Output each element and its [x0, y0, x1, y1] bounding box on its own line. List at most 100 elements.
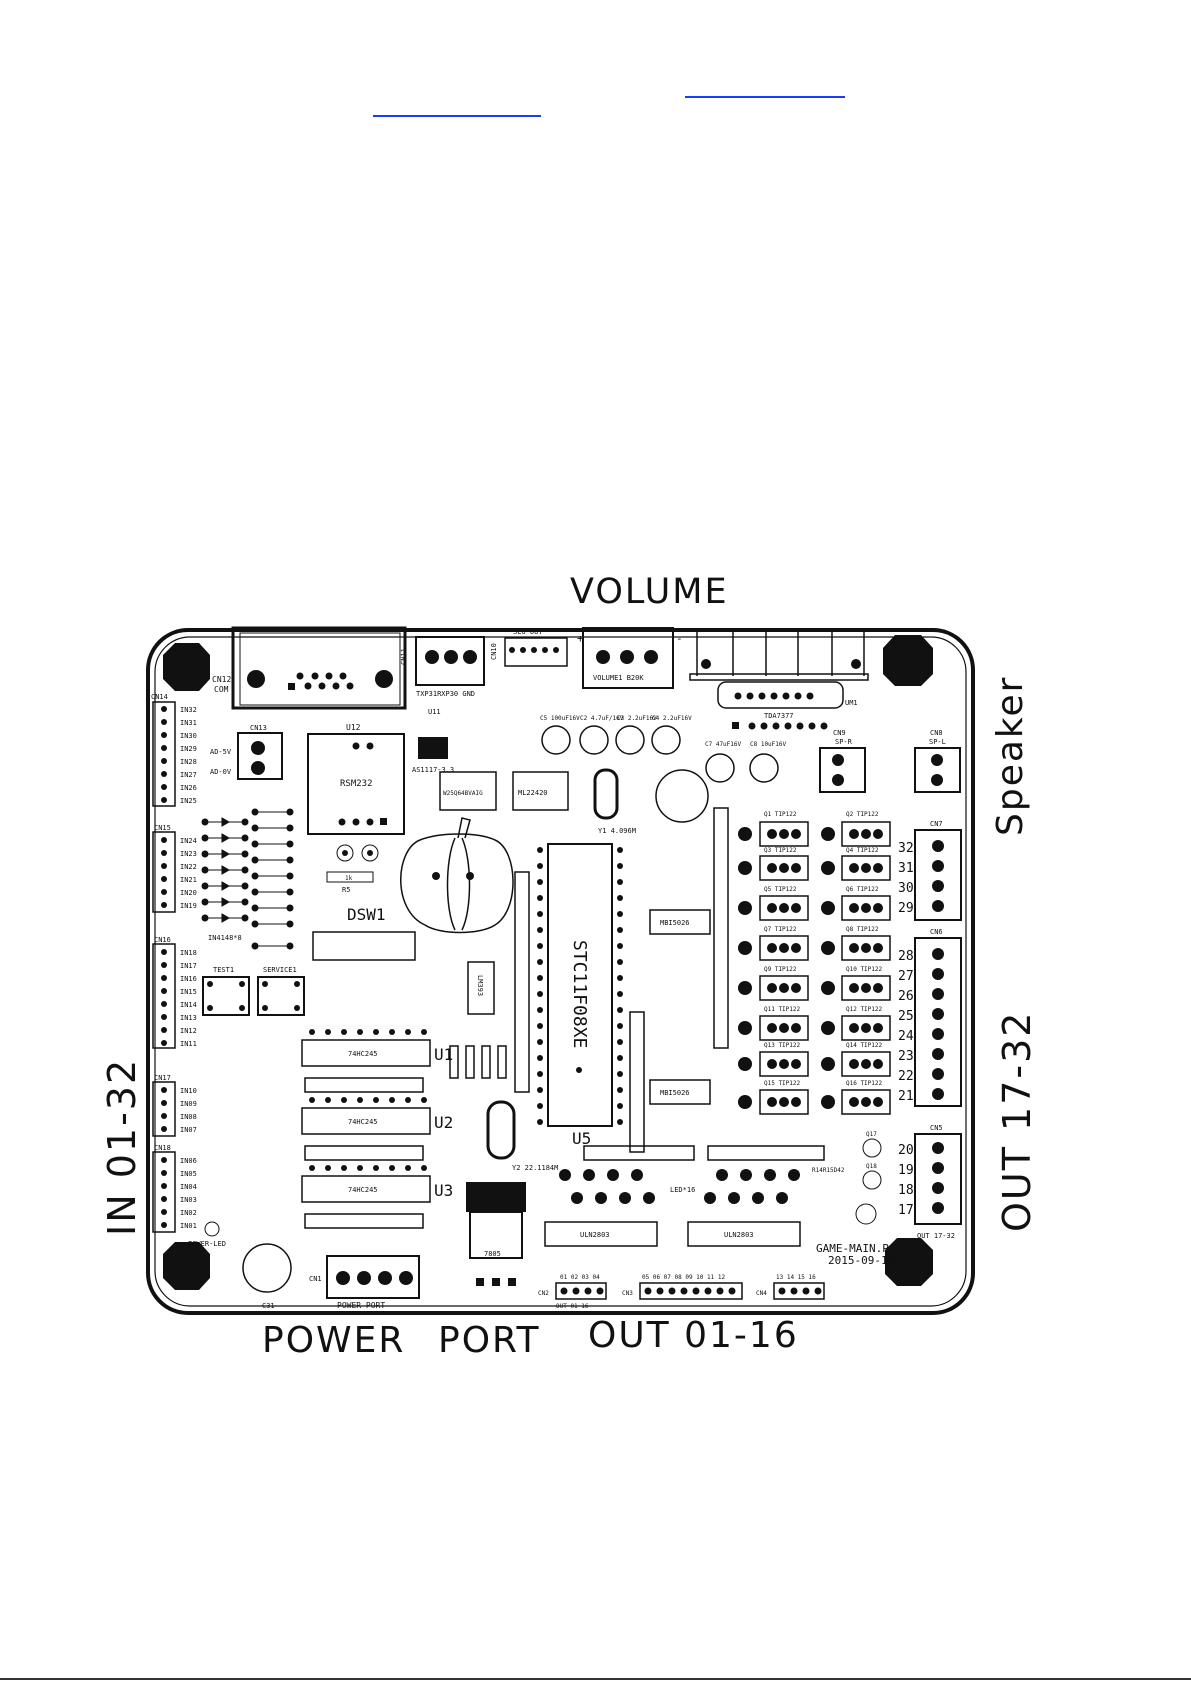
svg-text:CN14: CN14: [151, 693, 168, 701]
board-outline: [146, 628, 975, 1315]
date-label: 2015-09-10: [828, 1254, 894, 1267]
svg-text:CN10: CN10: [490, 643, 498, 660]
chip-u1-label: 74HC245: [348, 1050, 378, 1058]
uln-u7-label: ULN2803: [724, 1231, 754, 1239]
svg-text:Q17: Q17: [866, 1131, 877, 1138]
power-port-label: POWER PORT: [337, 1301, 385, 1310]
svg-text:TDA7377: TDA7377: [764, 712, 794, 720]
mounting-holes: [163, 635, 933, 1290]
com-label: COM: [214, 685, 229, 694]
svg-text:CN9: CN9: [833, 729, 846, 737]
svg-text:C8 10uF16V: C8 10uF16V: [750, 741, 787, 748]
svg-text:Q1 TIP122: Q1 TIP122: [764, 811, 797, 818]
svg-text:IN30: IN30: [180, 732, 197, 740]
svg-text:24: 24: [898, 1029, 914, 1044]
svg-text:IN05: IN05: [180, 1170, 197, 1178]
svg-text:29: 29: [898, 901, 914, 916]
power-led-label: POWER-LED: [188, 1240, 226, 1248]
mcu-pins: [537, 847, 623, 1125]
rsm232-label: RSM232: [340, 779, 373, 789]
svg-text:C5 100uF16V: C5 100uF16V: [540, 715, 580, 722]
svg-text:IN25: IN25: [180, 797, 197, 805]
u14-label: W25Q64BVAIG: [443, 790, 483, 797]
hyperlink-top[interactable]: [685, 96, 845, 98]
svg-text:23: 23: [898, 1049, 914, 1064]
svg-text:VOLUME1 B20K: VOLUME1 B20K: [593, 674, 644, 682]
ams-label: AS1117-3.3: [412, 766, 454, 774]
svg-text:TXP31RXP30 GND: TXP31RXP30 GND: [416, 690, 475, 698]
svg-text:CN6: CN6: [930, 928, 943, 936]
svg-text:Q2 TIP122: Q2 TIP122: [846, 811, 879, 818]
svg-text:C7 47uF16V: C7 47uF16V: [705, 741, 742, 748]
svg-text:R14R15D42: R14R15D42: [812, 1167, 845, 1174]
cn2-out-label: OUT 01-16: [556, 1303, 589, 1310]
svg-text:28: 28: [898, 949, 914, 964]
svg-text:Q16 TIP122: Q16 TIP122: [846, 1080, 883, 1087]
svg-text:Q7 TIP122: Q7 TIP122: [764, 926, 797, 933]
svg-text:Q14 TIP122: Q14 TIP122: [846, 1042, 883, 1049]
svg-text:CN13: CN13: [250, 724, 267, 732]
svg-text:IN03: IN03: [180, 1196, 197, 1204]
led16-label: LED*16: [670, 1186, 695, 1194]
svg-text:32: 32: [898, 841, 914, 856]
ml-label: ML22420: [518, 789, 548, 797]
cn12-label: CN12: [212, 675, 231, 684]
svg-text:IN09: IN09: [180, 1100, 197, 1108]
svg-text:IN02: IN02: [180, 1209, 197, 1217]
svg-text:18: 18: [898, 1183, 914, 1198]
svg-text:CN1: CN1: [309, 1275, 322, 1283]
svg-text:U11: U11: [428, 708, 441, 716]
svg-text:C31: C31: [262, 1302, 275, 1310]
u5-label: U5: [572, 1129, 591, 1148]
dsw1-label: DSW1: [347, 905, 386, 924]
svg-text:IN06: IN06: [180, 1157, 197, 1165]
input-diodes: [201, 808, 294, 950]
svg-text:C2 4.7uF/16V: C2 4.7uF/16V: [580, 715, 624, 722]
svg-text:IN27: IN27: [180, 771, 197, 779]
svg-text:Q13 TIP122: Q13 TIP122: [764, 1042, 801, 1049]
svg-text:SP-L: SP-L: [929, 738, 946, 746]
lm-label: LM393: [476, 975, 484, 996]
svg-text:25: 25: [898, 1009, 914, 1024]
svg-text:CN18: CN18: [154, 1144, 171, 1152]
uln-u6-label: ULN2803: [580, 1231, 610, 1239]
svg-text:Q3 TIP122: Q3 TIP122: [764, 847, 797, 854]
svg-text:CN7: CN7: [930, 820, 943, 828]
svg-text:IN32: IN32: [180, 706, 197, 714]
svg-text:CN5: CN5: [930, 1124, 943, 1132]
svg-text:C4 2.2uF16V: C4 2.2uF16V: [652, 715, 692, 722]
svg-text:IN28: IN28: [180, 758, 197, 766]
power-label: POWER: [262, 1320, 406, 1361]
game-main-label: GAME-MAIN.PCB: [816, 1242, 902, 1255]
svg-text:Q12 TIP122: Q12 TIP122: [846, 1006, 883, 1013]
svg-text:30: 30: [898, 881, 914, 896]
svg-text:IN11: IN11: [180, 1040, 197, 1048]
u1-label: U1: [434, 1045, 453, 1064]
svg-text:SEG-OUT: SEG-OUT: [513, 628, 543, 636]
svg-text:CN3: CN3: [622, 1290, 633, 1297]
audio-capacitors: [541, 725, 779, 823]
svg-text:-: -: [676, 632, 683, 645]
cn4-pins: 13 14 15 16: [776, 1274, 816, 1281]
hyperlink-second[interactable]: [373, 115, 541, 117]
svg-text:CN2: CN2: [538, 1290, 549, 1297]
cn2-pins: 01 02 03 04: [560, 1274, 600, 1281]
chip-u3-label: 74HC245: [348, 1186, 378, 1194]
svg-text:CN8: CN8: [930, 729, 943, 737]
svg-text:1k: 1k: [345, 875, 353, 882]
svg-text:22: 22: [898, 1069, 914, 1084]
svg-text:+: +: [577, 632, 584, 645]
svg-text:27: 27: [898, 969, 914, 984]
svg-text:IN20: IN20: [180, 889, 197, 897]
svg-text:IN18: IN18: [180, 949, 197, 957]
tip122-grid: [759, 821, 891, 1115]
svg-text:20: 20: [898, 1143, 914, 1158]
out-01-16-label: OUT 01-16: [588, 1315, 799, 1356]
svg-text:CN16: CN16: [154, 936, 171, 944]
svg-text:IN10: IN10: [180, 1087, 197, 1095]
svg-text:19: 19: [898, 1163, 914, 1178]
svg-text:CN11: CN11: [400, 648, 408, 665]
svg-text:IN16: IN16: [180, 975, 197, 983]
